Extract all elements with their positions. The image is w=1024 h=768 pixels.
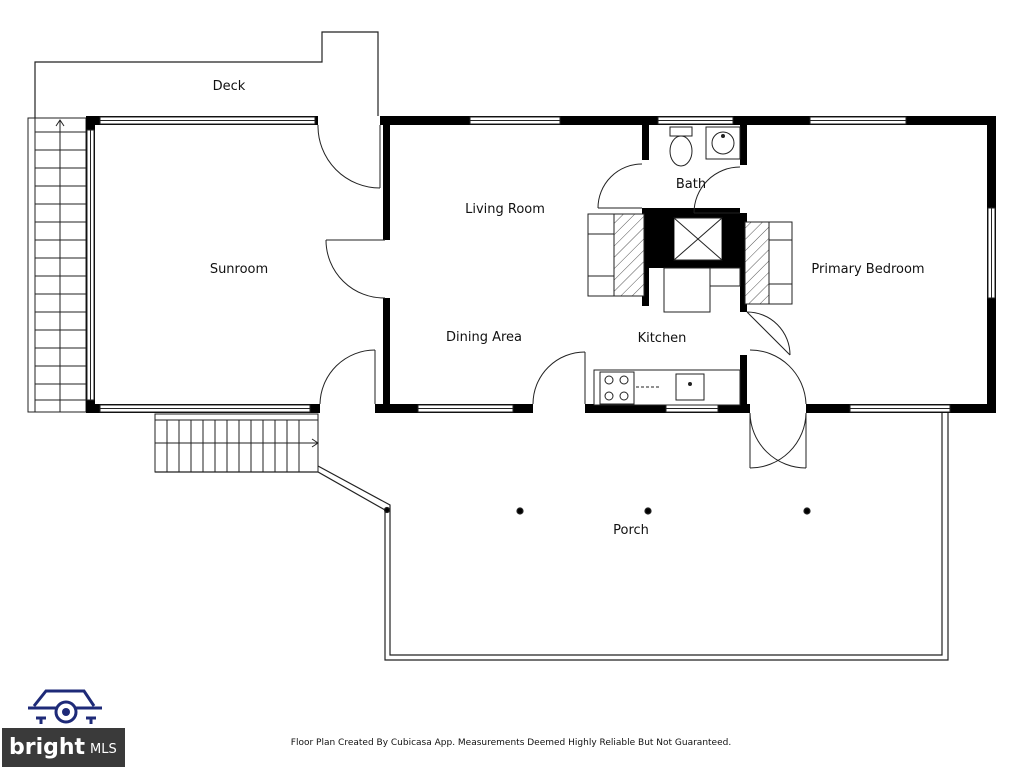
shower [673, 217, 723, 261]
fireplace-living [587, 213, 645, 297]
door-openings [318, 116, 806, 413]
deck-outline [34, 31, 379, 118]
kitchen-counter [593, 267, 741, 406]
logo-mls-text: MLS [90, 742, 117, 757]
toilet-icon [669, 126, 693, 167]
logo-badge [2, 728, 125, 767]
sink-icon [705, 126, 741, 160]
label-dining-area: Dining Area [446, 330, 522, 345]
left-stairs [27, 117, 87, 413]
label-living-room: Living Room [465, 202, 545, 217]
label-primary-bedroom: Primary Bedroom [811, 262, 924, 277]
porch-stairs [154, 413, 319, 473]
label-bath: Bath [676, 177, 706, 192]
label-kitchen: Kitchen [638, 331, 687, 346]
chimney-block [649, 218, 740, 260]
logo-brand-text: bright [9, 735, 86, 760]
kitchen-sink-icon [675, 373, 705, 401]
footer-disclaimer: Floor Plan Created By Cubicasa App. Meas… [291, 738, 731, 748]
car-camera-icon [28, 689, 102, 724]
label-porch: Porch [613, 523, 649, 538]
label-sunroom: Sunroom [210, 262, 268, 277]
door-swings [317, 124, 807, 469]
stove-icon [599, 371, 635, 405]
windows [86, 116, 996, 413]
label-deck: Deck [213, 79, 246, 94]
brand-logo: bright MLS [2, 689, 125, 767]
fireplace-bedroom [744, 221, 793, 305]
porch-outline [155, 412, 949, 661]
